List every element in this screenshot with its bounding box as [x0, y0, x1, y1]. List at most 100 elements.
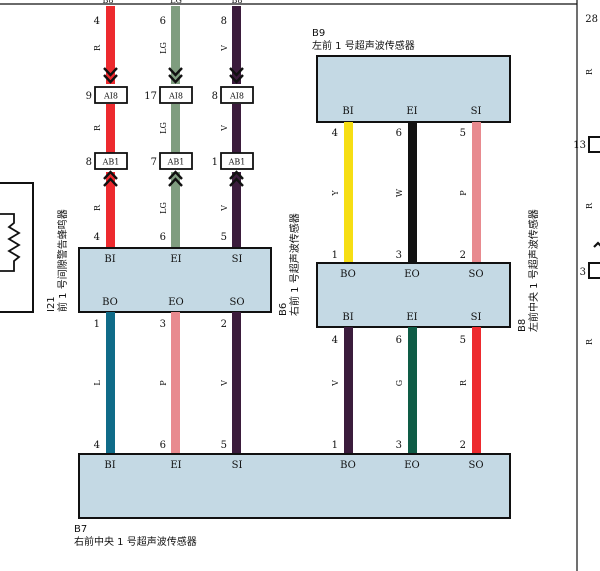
wire-code-l: L: [93, 380, 102, 386]
sensor-b7: BI EI SI BO EO SO: [78, 453, 511, 519]
wire-code-y: Y: [331, 190, 340, 197]
ab1-pin-3: 1: [212, 157, 218, 168]
b7-signal-bo: BO: [340, 460, 356, 471]
wire-code-r-b8: R: [459, 379, 468, 386]
ai18-pin-1: 9: [86, 91, 92, 102]
ab1-pin-1: 8: [86, 157, 92, 168]
wire-red-mid: [106, 104, 115, 154]
wire-l: [106, 312, 115, 454]
b6-pin-out-2: 3: [160, 319, 166, 330]
wire-lg-upper: [171, 6, 180, 84]
wire-lg-mid: [171, 104, 180, 154]
wire-code-lg-mid: LG: [159, 122, 168, 134]
b8-signal-eo: EO: [404, 269, 420, 280]
wire-code-v-upper: V: [220, 45, 229, 52]
b8-pin-top-3: 2: [460, 250, 466, 261]
right-pin-top: 28: [585, 14, 598, 25]
wire-code-v-lower: V: [220, 205, 229, 212]
wire-w: [408, 122, 417, 263]
connector-ab1: AB1 AB1 AB1 8 7 1: [86, 152, 254, 170]
wire-code-lg-lower: LG: [159, 202, 168, 214]
right-wire-code-2: R: [585, 202, 594, 209]
right-connector-top: [588, 136, 600, 153]
b6-pin-in-3: 5: [221, 232, 227, 243]
b9-pin-1: 4: [332, 128, 338, 139]
wire-p-b9: [472, 122, 481, 263]
b7-signal-si: SI: [232, 460, 243, 471]
wire-v-upper: [232, 6, 241, 84]
ai18-pin-2: 17: [144, 91, 157, 102]
b6-signal-bi: BI: [104, 254, 115, 265]
ab1-label-1: AB1: [102, 158, 120, 167]
b9-name: 左前 1 号超声波传感器: [312, 39, 415, 52]
b9-signal-si: SI: [471, 106, 482, 117]
ab1-pin-2: 7: [151, 157, 157, 168]
b8-signal-so: SO: [468, 269, 483, 280]
ai18-pin-3: 8: [212, 91, 218, 102]
b7-pin-right-1: 1: [332, 440, 338, 451]
b7-pin-left-1: 4: [94, 440, 100, 451]
b7-id: B7: [74, 524, 87, 535]
b8-pin-top-2: 3: [396, 250, 402, 261]
wire-code-v-b8: V: [331, 380, 340, 387]
b8-signal-si: SI: [471, 312, 482, 323]
b6-signal-bo: BO: [102, 297, 118, 308]
b9-signal-ei: EI: [406, 106, 417, 117]
b8-signal-bi: BI: [342, 312, 353, 323]
b7-signal-bi: BI: [104, 460, 115, 471]
b6-pin-out-3: 2: [221, 319, 227, 330]
left-wires: [106, 6, 241, 248]
b7-pin-left-2: 6: [160, 440, 166, 451]
top-pin-3: 8: [221, 16, 227, 27]
i21-name: 前 1 号间隙警告蜂鸣器: [56, 209, 69, 312]
wire-g: [408, 327, 417, 454]
wire-red-lower: [106, 172, 115, 248]
wire-code-v-b7: V: [220, 380, 229, 387]
wire-code-v-mid: V: [220, 125, 229, 132]
wire-code-g: G: [395, 380, 404, 386]
wire-v-lower: [232, 172, 241, 248]
b6-signal-ei: EI: [170, 254, 181, 265]
b6-signal-so: SO: [229, 297, 244, 308]
right-chevron: [593, 241, 600, 248]
ab1-label-2: AB1: [167, 158, 185, 167]
b8-pin-in-2: 6: [396, 335, 402, 346]
b6-id: B6: [278, 303, 289, 316]
b6-pin-in-1: 4: [94, 232, 100, 243]
b7-signal-so: SO: [468, 460, 483, 471]
b8-pin-top-1: 1: [332, 250, 338, 261]
wire-code-lg-upper: LG: [159, 42, 168, 54]
sensor-b9: BI EI SI: [316, 55, 511, 123]
ai18-chevrons: [103, 67, 244, 84]
top-partial-label-1: B8: [103, 0, 114, 5]
top-partial-label-3: B8: [232, 0, 243, 5]
right-pin-13: 13: [573, 140, 586, 151]
ai18-label-1: AI8: [103, 92, 118, 101]
buzzer-i21: [0, 182, 34, 313]
b6-pin-in-2: 6: [160, 232, 166, 243]
wire-v-b8: [344, 327, 353, 454]
b9-pin-3: 5: [460, 128, 466, 139]
wire-y: [344, 122, 353, 263]
top-partial-label-2: LG: [170, 0, 182, 5]
b7-pin-right-3: 2: [460, 440, 466, 451]
wire-code-r-lower: R: [93, 204, 102, 211]
b7-pin-right-2: 3: [396, 440, 402, 451]
right-connector-bottom: [588, 262, 600, 279]
b7-pin-left-3: 5: [221, 440, 227, 451]
ab1-label-3: AB1: [228, 158, 246, 167]
b7-name: 右前中央 1 号超声波传感器: [74, 535, 197, 548]
i21-id: I21: [46, 296, 57, 312]
wire-red-upper: [106, 6, 115, 84]
b8-signal-ei: EI: [406, 312, 417, 323]
wire-code-p: P: [159, 380, 168, 386]
top-pin-2: 6: [160, 16, 166, 27]
wire-p: [171, 312, 180, 454]
sensor-b8: BO EO SO BI EI SI: [316, 262, 511, 328]
b8-signal-bo: BO: [340, 269, 356, 280]
b8-pin-in-1: 4: [332, 335, 338, 346]
wire-r-b8: [472, 327, 481, 454]
ai18-label-3: AI8: [229, 92, 244, 101]
right-wire-code-1: R: [585, 68, 594, 75]
